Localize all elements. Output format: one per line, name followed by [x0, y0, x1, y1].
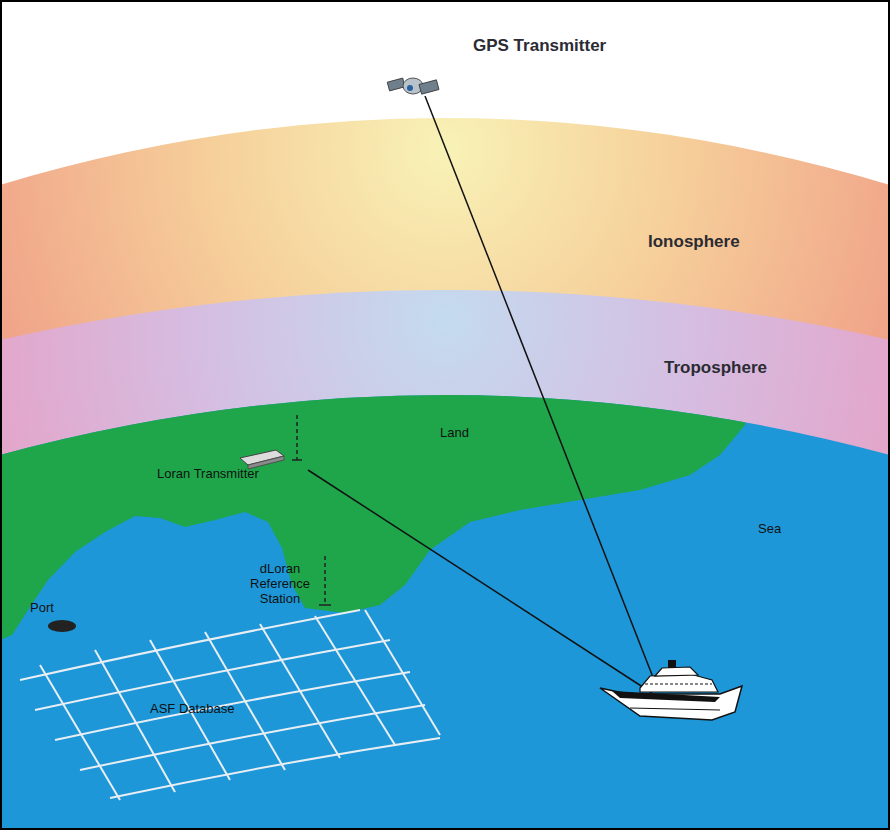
layer-label: Troposphere — [664, 358, 767, 378]
transmitter-label: Loran Transmitter — [157, 467, 259, 482]
ionosphere-band — [0, 118, 890, 830]
dloran-reference-station-symbol — [319, 556, 331, 605]
station-label: dLoran Reference Station — [230, 562, 330, 607]
database-label: ASF Database — [150, 702, 235, 717]
asf-grid — [20, 610, 440, 800]
land-area — [0, 300, 760, 640]
place-label: Port — [30, 601, 54, 616]
loran-signal-line — [308, 470, 652, 693]
gps-satellite-symbol — [387, 78, 439, 94]
region-label: Land — [440, 426, 469, 441]
port-symbol — [48, 620, 76, 632]
satellite-label: GPS Transmitter — [473, 36, 606, 56]
loran-transmitter-symbol — [240, 415, 302, 469]
troposphere-band — [0, 290, 890, 830]
ship-symbol — [600, 660, 742, 720]
layer-label: Ionosphere — [648, 232, 740, 252]
region-label: Sea — [758, 522, 781, 537]
gps-signal-line — [425, 96, 658, 690]
